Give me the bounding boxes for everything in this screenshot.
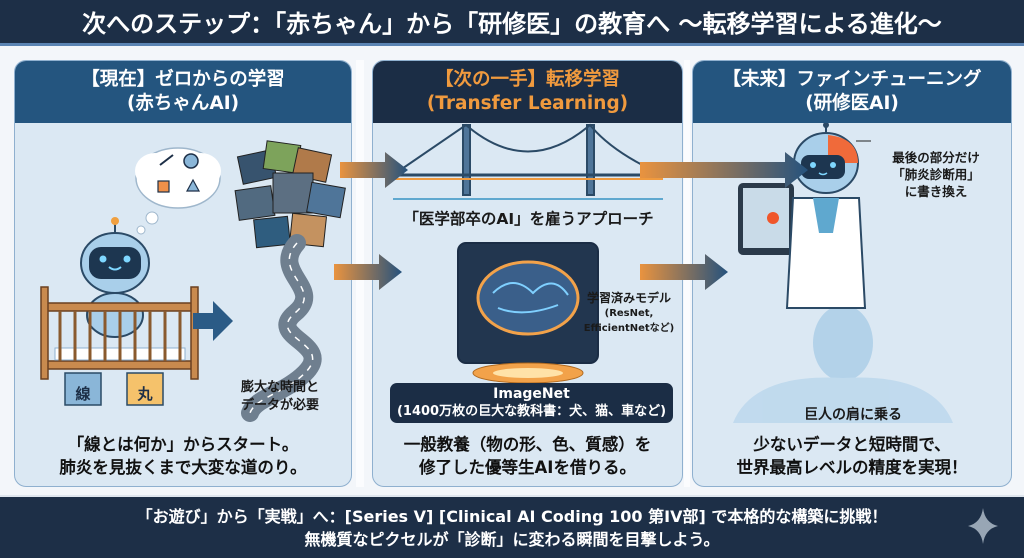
imagenet-callout: ImageNet (1400万枚の巨大な教科書：犬、猫、車など) bbox=[390, 383, 673, 423]
thought-cloud-icon bbox=[135, 147, 221, 235]
baby-robot-illustration bbox=[40, 140, 346, 422]
arrow-to-doctor bbox=[640, 152, 808, 188]
panel-heading-line1: 【現在】ゼロからの学習 bbox=[81, 69, 285, 90]
panel-heading-line2: (赤ちゃんAI) bbox=[126, 93, 240, 114]
fine-tune-note: 最後の部分だけ 「肺炎診断用」 に書き換え bbox=[871, 149, 1001, 200]
panel-footer-line2: 世界最高レベルの精度を実現！ bbox=[736, 458, 968, 477]
panel-heading-line1: 【未来】ファインチューニング bbox=[722, 69, 982, 90]
panel-heading-line2: (研修医AI) bbox=[805, 93, 899, 114]
bridge-icon bbox=[392, 123, 664, 200]
crib-icon bbox=[40, 286, 199, 380]
note-line2: 「肺炎診断用」 bbox=[892, 167, 980, 182]
bottom-banner-line2: 無機質なピクセルが「診断」に変わる瞬間を目撃しよう。 bbox=[304, 529, 720, 549]
panel-fine-tuning: 【未来】ファインチューニング (研修医AI) 最後 bbox=[692, 60, 1012, 487]
panel-heading-line2: (Transfer Learning) bbox=[426, 93, 629, 114]
arrow-right-icon bbox=[193, 301, 233, 341]
panel-footer-line1: 「線とは何か」からスタート。 bbox=[67, 435, 299, 454]
panel-footer-line1: 少ないデータと短時間で、 bbox=[753, 435, 951, 454]
panel-footer-line2: 修了した優等生AIを借りる。 bbox=[419, 458, 636, 477]
panel-footer: 少ないデータと短時間で、 世界最高レベルの精度を実現！ bbox=[693, 426, 1011, 486]
doctor-robot-icon bbox=[785, 123, 867, 309]
model-label-line3: EfficientNetなど) bbox=[583, 323, 675, 334]
pretrained-model-label: 学習済みモデル (ResNet, EfficientNetなど) bbox=[569, 291, 682, 336]
image-collage-icon bbox=[234, 140, 346, 249]
transfer-illustration bbox=[392, 123, 664, 412]
panel-heading: 【未来】ファインチューニング (研修医AI) bbox=[693, 61, 1011, 123]
arrow-to-giant bbox=[640, 254, 728, 290]
arrow-to-bridge bbox=[340, 152, 408, 188]
road-caption-line2: データが必要 bbox=[240, 398, 319, 413]
letter-block-circle bbox=[126, 372, 164, 406]
panel-heading: 【次の一手】転移学習 (Transfer Learning) bbox=[373, 61, 682, 123]
model-label-line2: (ResNet, bbox=[604, 308, 654, 319]
letter-block-line bbox=[64, 372, 102, 406]
sparkle-icon bbox=[968, 508, 998, 544]
xray-tablet-icon bbox=[738, 183, 794, 255]
bottom-banner: 「お遊び」から「実戦」へ：[Series V] [Clinical AI Cod… bbox=[0, 495, 1024, 558]
panel-heading: 【現在】ゼロからの学習 (赤ちゃんAI) bbox=[15, 61, 351, 123]
giant-caption: 巨人の肩に乗る bbox=[804, 407, 902, 423]
road-caption-line1: 膨大な時間と bbox=[240, 380, 319, 395]
bottom-banner-line1: 「お遊び」から「実戦」へ：[Series V] [Clinical AI Cod… bbox=[136, 506, 888, 526]
note-line3: に書き換え bbox=[904, 184, 968, 199]
note-line1: 最後の部分だけ bbox=[892, 150, 980, 165]
dataset-name: ImageNet bbox=[493, 386, 570, 402]
block-label-line: 線 bbox=[75, 385, 91, 403]
panel-footer: 「線とは何か」からスタート。 肺炎を見抜くまで大変な道のり。 bbox=[15, 426, 351, 486]
page-title: 次へのステップ：「赤ちゃん」から「研修医」の教育へ 〜転移学習による進化〜 bbox=[0, 0, 1024, 46]
panel-footer-line1: 一般教養（物の形、色、質感）を bbox=[403, 435, 652, 454]
panel-footer: 一般教養（物の形、色、質感）を 修了した優等生AIを借りる。 bbox=[373, 426, 682, 486]
model-label-line1: 学習済みモデル bbox=[586, 291, 671, 305]
arrow-to-brain bbox=[334, 254, 402, 290]
bridge-caption: 「医学部卒のAI」を雇うアプローチ bbox=[403, 210, 654, 228]
block-label-circle: 丸 bbox=[137, 385, 153, 403]
doctor-robot-illustration bbox=[733, 123, 953, 423]
panel-current: 【現在】ゼロからの学習 (赤ちゃんAI) bbox=[14, 60, 352, 487]
panel-heading-line1: 【次の一手】転移学習 bbox=[434, 69, 620, 90]
road-caption: 膨大な時間と データが必要 bbox=[220, 379, 340, 415]
giant-silhouette-icon bbox=[733, 305, 953, 423]
dataset-description: (1400万枚の巨大な教科書：犬、猫、車など) bbox=[396, 404, 667, 419]
panel-footer-line2: 肺炎を見抜くまで大変な道のり。 bbox=[59, 458, 307, 477]
